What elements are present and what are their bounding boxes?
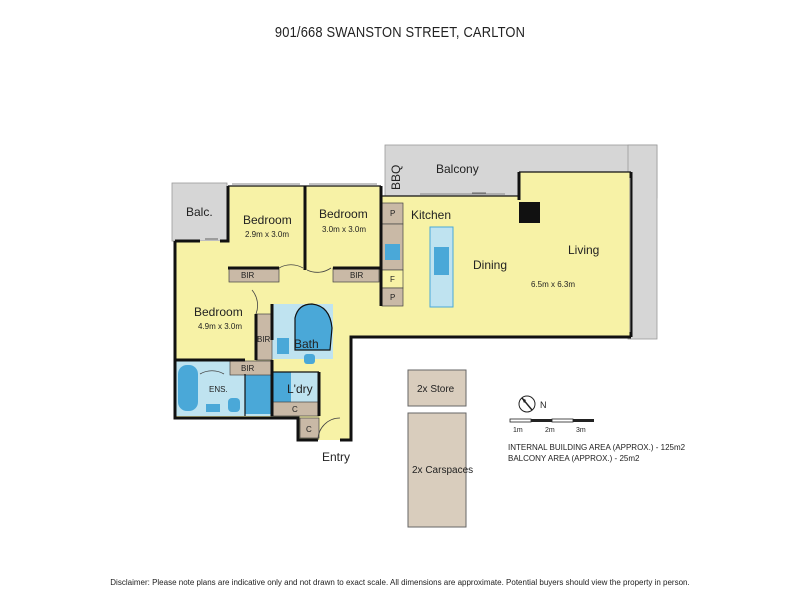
- toilet-bath: [304, 354, 315, 364]
- pantry-top-label: P: [390, 209, 395, 218]
- ldry-label: L'dry: [287, 382, 313, 396]
- balcony-area-text: BALCONY AREA (APPROX.) - 25m2: [508, 454, 640, 463]
- cupboard-entry-label: C: [306, 425, 312, 434]
- bir-bedroom1-bottom-label: BIR: [241, 364, 255, 373]
- bath-label: Bath: [294, 337, 319, 351]
- thin-walls: [228, 171, 631, 416]
- plan-title: 901/668 SWANSTON STREET, CARLTON: [274, 24, 526, 41]
- island-sink: [434, 247, 449, 275]
- cupboard-entry: [299, 417, 320, 439]
- shower-ensuite: [245, 374, 271, 414]
- bedroom1-dims: 4.9m x 3.0m: [198, 322, 242, 331]
- door-swings: [199, 264, 341, 441]
- scale-tick-1m: 1m: [513, 427, 523, 434]
- bathtub-main: [294, 303, 333, 351]
- north-arrow-icon: [518, 395, 536, 413]
- bedroom3-dims: 3.0m x 3.0m: [322, 225, 366, 234]
- bedroom1-label: Bedroom: [194, 305, 243, 319]
- bedroom3-label: Bedroom: [319, 207, 368, 221]
- dining-label: Dining: [473, 258, 507, 272]
- bedroom2-dims: 2.9m x 3.0m: [245, 230, 289, 239]
- vanity-ensuite: [206, 404, 220, 412]
- toilet-ensuite: [228, 398, 240, 412]
- fridge-label: F: [390, 275, 395, 284]
- balc-label: Balc.: [186, 205, 213, 219]
- living-label: Living: [568, 243, 599, 257]
- scale-bar: [509, 418, 594, 423]
- laundry-tub: [271, 372, 291, 402]
- scale-tick-3m: 3m: [576, 427, 586, 434]
- living-dims: 6.5m x 6.3m: [531, 280, 575, 289]
- bathtub-ensuite: [178, 365, 198, 411]
- cupboard-laundry-label: C: [292, 405, 298, 414]
- ens-label: ENS.: [209, 385, 228, 394]
- bir-bedroom1-side-label: BIR: [257, 335, 271, 344]
- carspaces-block: [407, 412, 467, 528]
- structural-column: [519, 202, 540, 223]
- balcony-label: Balcony: [436, 162, 479, 176]
- sliding-door-markers: [205, 192, 486, 240]
- compass-label: N: [540, 400, 547, 410]
- kitchen-label: Kitchen: [411, 208, 451, 222]
- windows: [232, 178, 631, 332]
- store-label: 2x Store: [417, 384, 455, 395]
- scale-tick-2m: 2m: [545, 427, 555, 434]
- cooktop: [385, 244, 400, 260]
- walls: [173, 172, 633, 442]
- pantry-bottom-label: P: [390, 293, 395, 302]
- bedroom2-label: Bedroom: [243, 213, 292, 227]
- store-block: [407, 369, 467, 407]
- disclaimer: Disclaimer: Please note plans are indica…: [110, 578, 690, 587]
- main-balcony-side: [627, 144, 658, 340]
- bir-bedroom3-label: BIR: [350, 271, 364, 280]
- bir-bedroom2-label: BIR: [241, 271, 255, 280]
- entry-label: Entry: [322, 450, 350, 464]
- internal-area-text: INTERNAL BUILDING AREA (APPROX.) - 125m2: [508, 443, 686, 452]
- bbq-label: BBQ: [389, 165, 403, 190]
- vanity-bath: [277, 338, 289, 354]
- carspaces-label: 2x Carspaces: [412, 465, 473, 476]
